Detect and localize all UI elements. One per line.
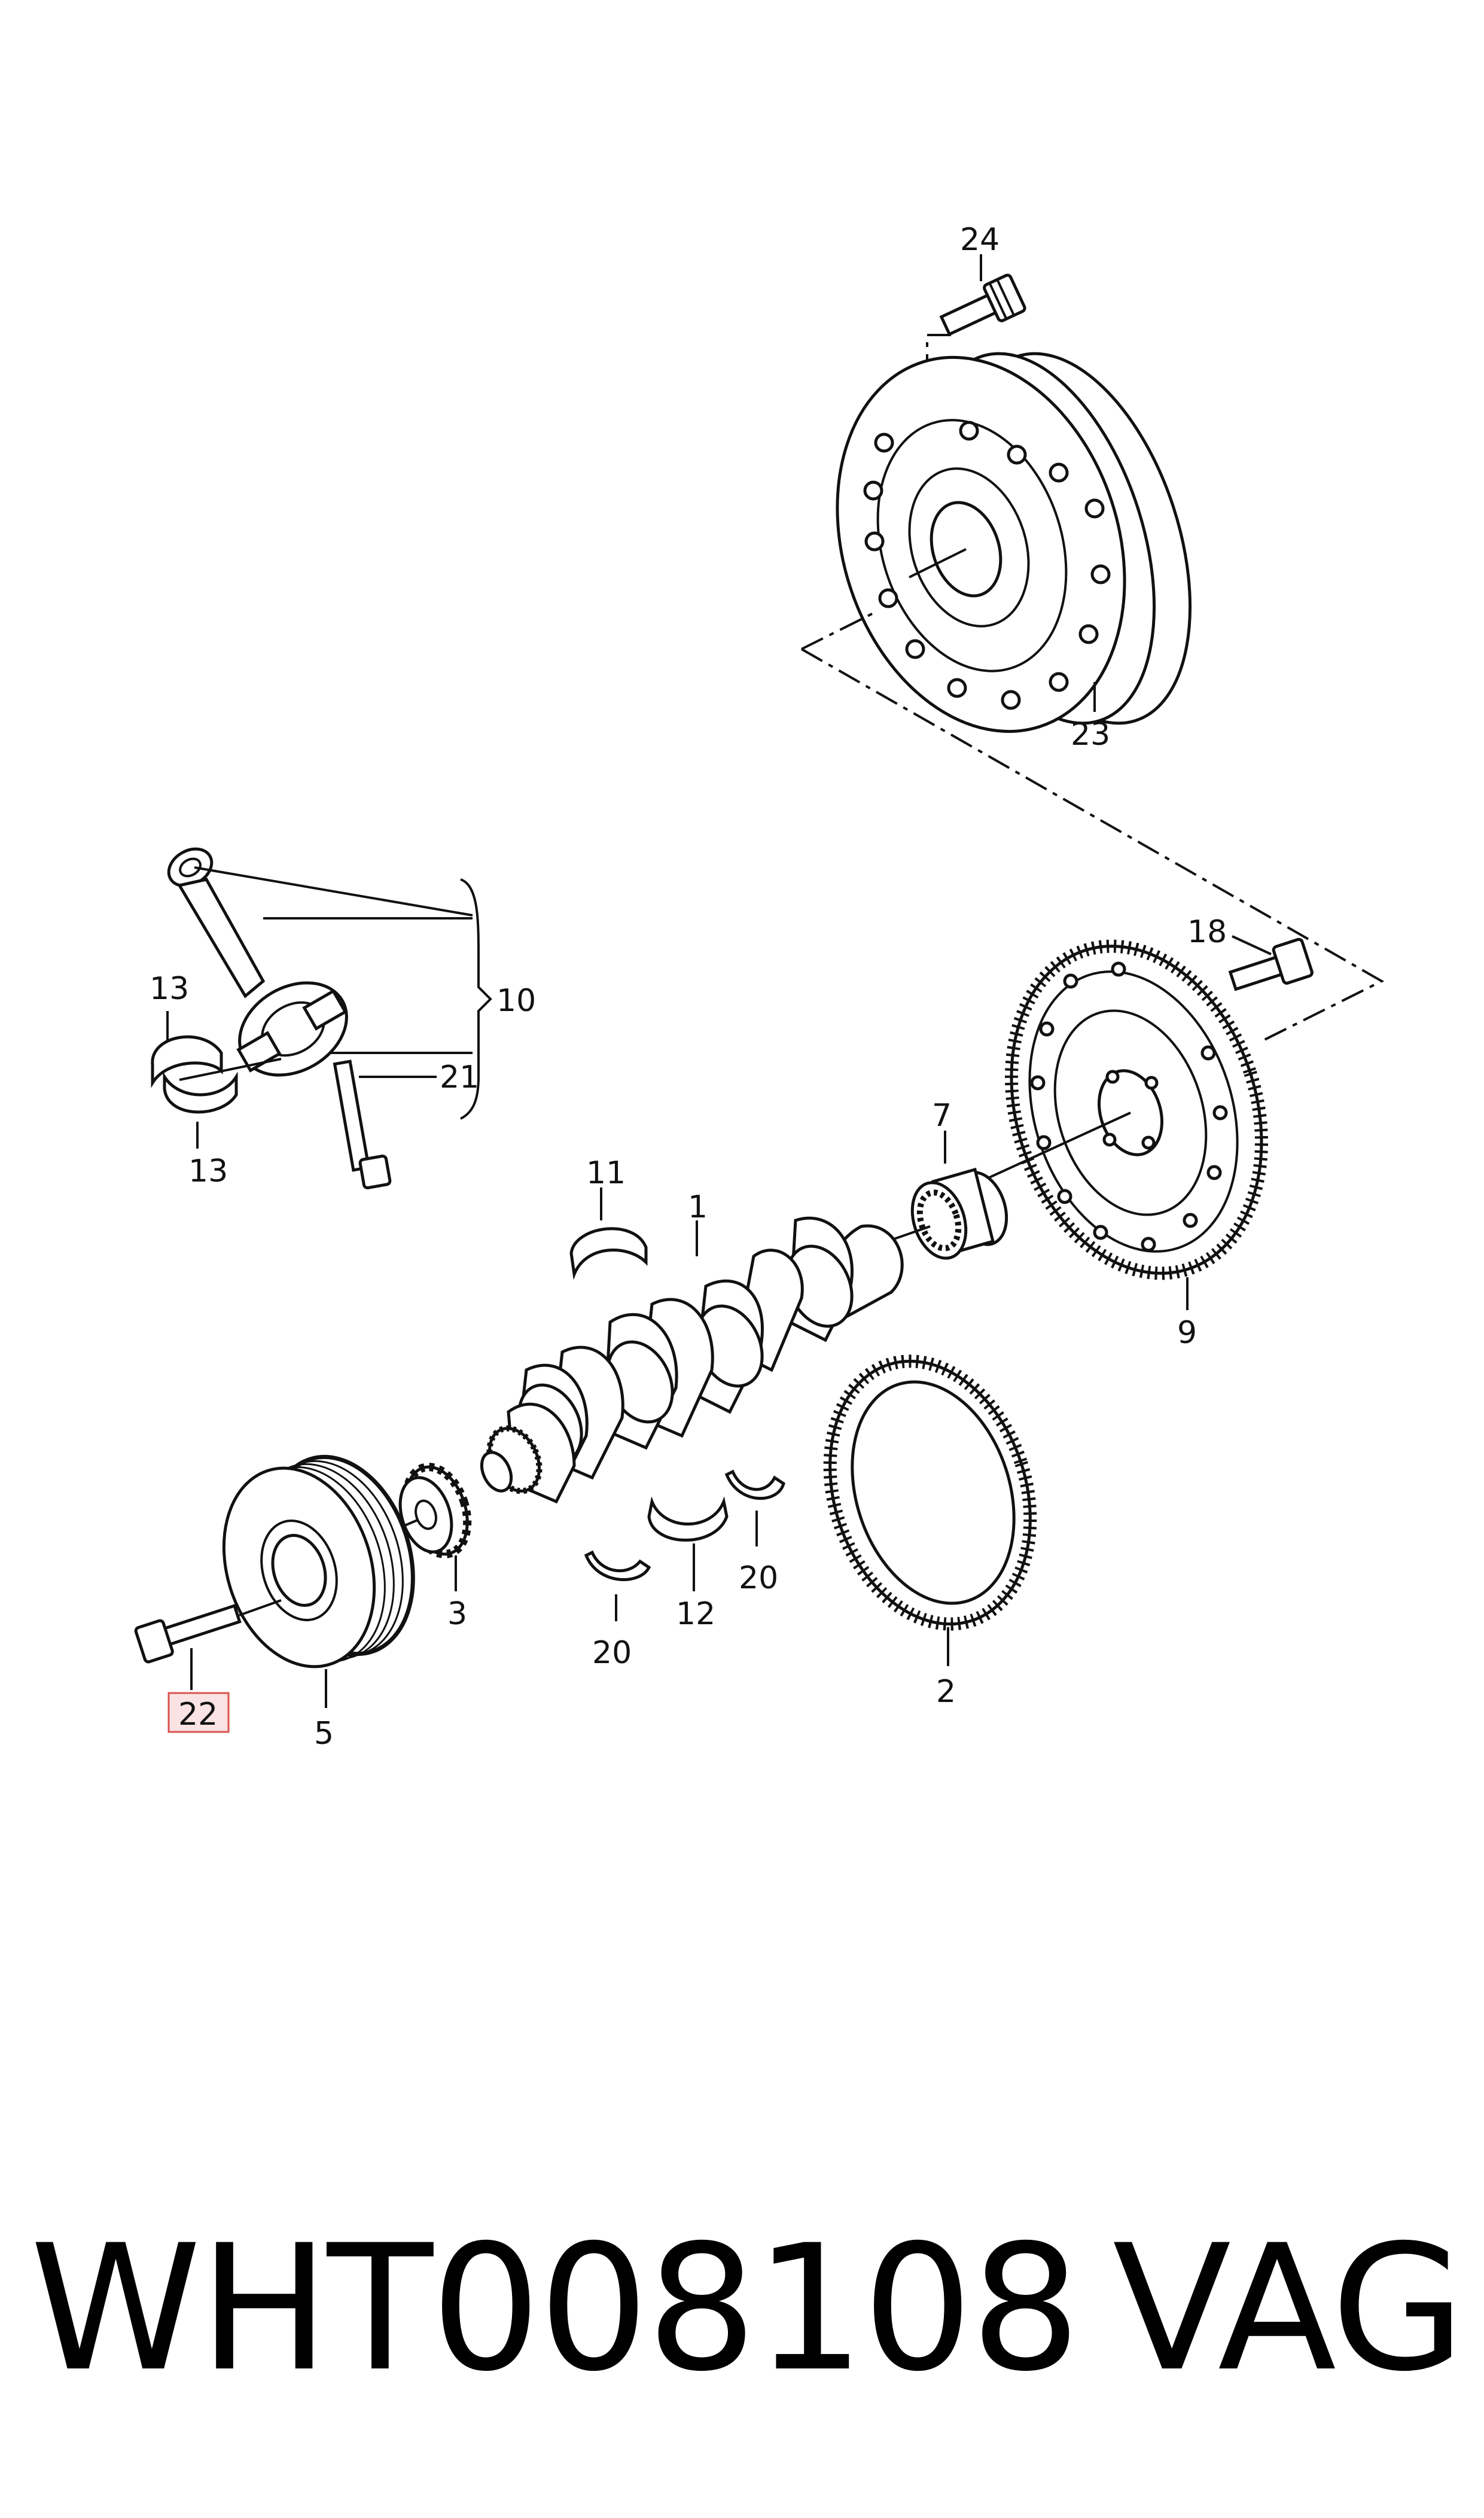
bearing-shell-13[interactable] [151,1035,282,1114]
vibration-damper-5[interactable] [199,1438,438,1686]
callout-label: 18 [1187,914,1227,950]
ring-gear-2[interactable] [797,1335,1062,1651]
crankshaft-1[interactable] [476,1216,904,1504]
brand-name: VAG [1113,2208,1465,2410]
callout-label: 13 [188,1153,228,1189]
bolt-24[interactable] [937,273,1026,343]
drive-plate-23[interactable] [791,320,1232,769]
bearing-shell-11[interactable] [569,1227,648,1280]
drive-plate-holes [863,421,1111,710]
callout-label: 20 [592,1635,632,1671]
callout-label: 23 [1071,717,1110,753]
callout-label: 24 [960,222,1000,258]
bolt-21[interactable] [333,1059,392,1190]
callout-label: 7 [932,1098,952,1134]
flywheel-holes [1030,961,1228,1252]
callout-label: 21 [440,1059,479,1095]
bearing-shell-12[interactable] [647,1496,729,1542]
callout-22-highlight[interactable]: 22 [167,1692,230,1733]
callout-label: 11 [586,1155,626,1191]
callout-label: 13 [150,971,189,1007]
exploded-parts-diagram: 24 23 [134,222,1385,1752]
callout-label: 5 [314,1716,334,1752]
sprocket-3[interactable] [391,1459,478,1562]
bolt-18[interactable] [1227,937,1314,999]
callout-label: 1 [688,1189,708,1225]
thrust-washer-20[interactable] [584,1469,785,1581]
needle-bearing-7[interactable] [903,1166,1015,1265]
callout-label: 22 [178,1697,218,1733]
callout-label: 9 [1177,1315,1197,1351]
part-number: WHT008108 [30,2208,1081,2410]
callout-label: 10 [496,983,536,1019]
callout-label: 12 [676,1596,715,1632]
callout-label: 2 [936,1674,956,1710]
footer: WHT008108 VAG [0,2208,1484,2411]
callout-label: 20 [739,1560,778,1596]
bolt-22[interactable] [134,1597,282,1664]
connecting-rod-10[interactable] [162,842,363,1094]
callout-label: 3 [447,1596,467,1632]
